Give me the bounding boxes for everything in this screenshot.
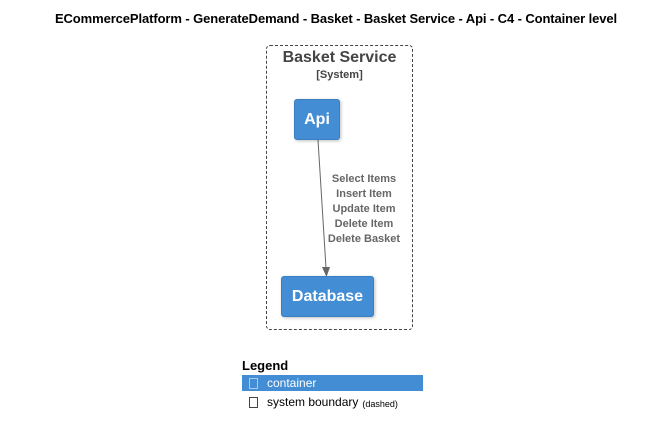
arrowhead [322,267,330,277]
rel-label-delete-basket: Delete Basket [327,233,401,245]
container-swatch-icon [249,377,258,389]
relationship-line [317,139,327,269]
database-label: Database [291,287,364,305]
relationship-labels: Select Items Insert Item Update Item Del… [312,172,416,247]
boundary-type: [System] [316,69,363,81]
rel-label-insert-item: Insert Item [336,188,392,200]
legend-container-label: container [267,376,317,390]
legend-title: Legend [242,358,289,373]
rel-label-update-item: Update Item [332,203,396,215]
boundary-name: Basket Service [282,49,397,66]
legend-boundary-note: (dashed) [362,399,398,409]
rel-label-select-items: Select Items [331,173,397,185]
diagram-title: ECommercePlatform - GenerateDemand - Bas… [54,11,618,26]
system-boundary [266,45,413,330]
database-container[interactable]: Database [281,276,374,317]
boundary-swatch-icon [249,396,258,408]
legend-item-boundary: system boundary (dashed) [242,394,423,410]
rel-label-delete-item: Delete Item [334,218,394,230]
api-label: Api [304,110,330,128]
legend-item-container: container [242,375,423,391]
api-container[interactable]: Api [294,99,340,140]
legend-boundary-label: system boundary [267,395,359,409]
